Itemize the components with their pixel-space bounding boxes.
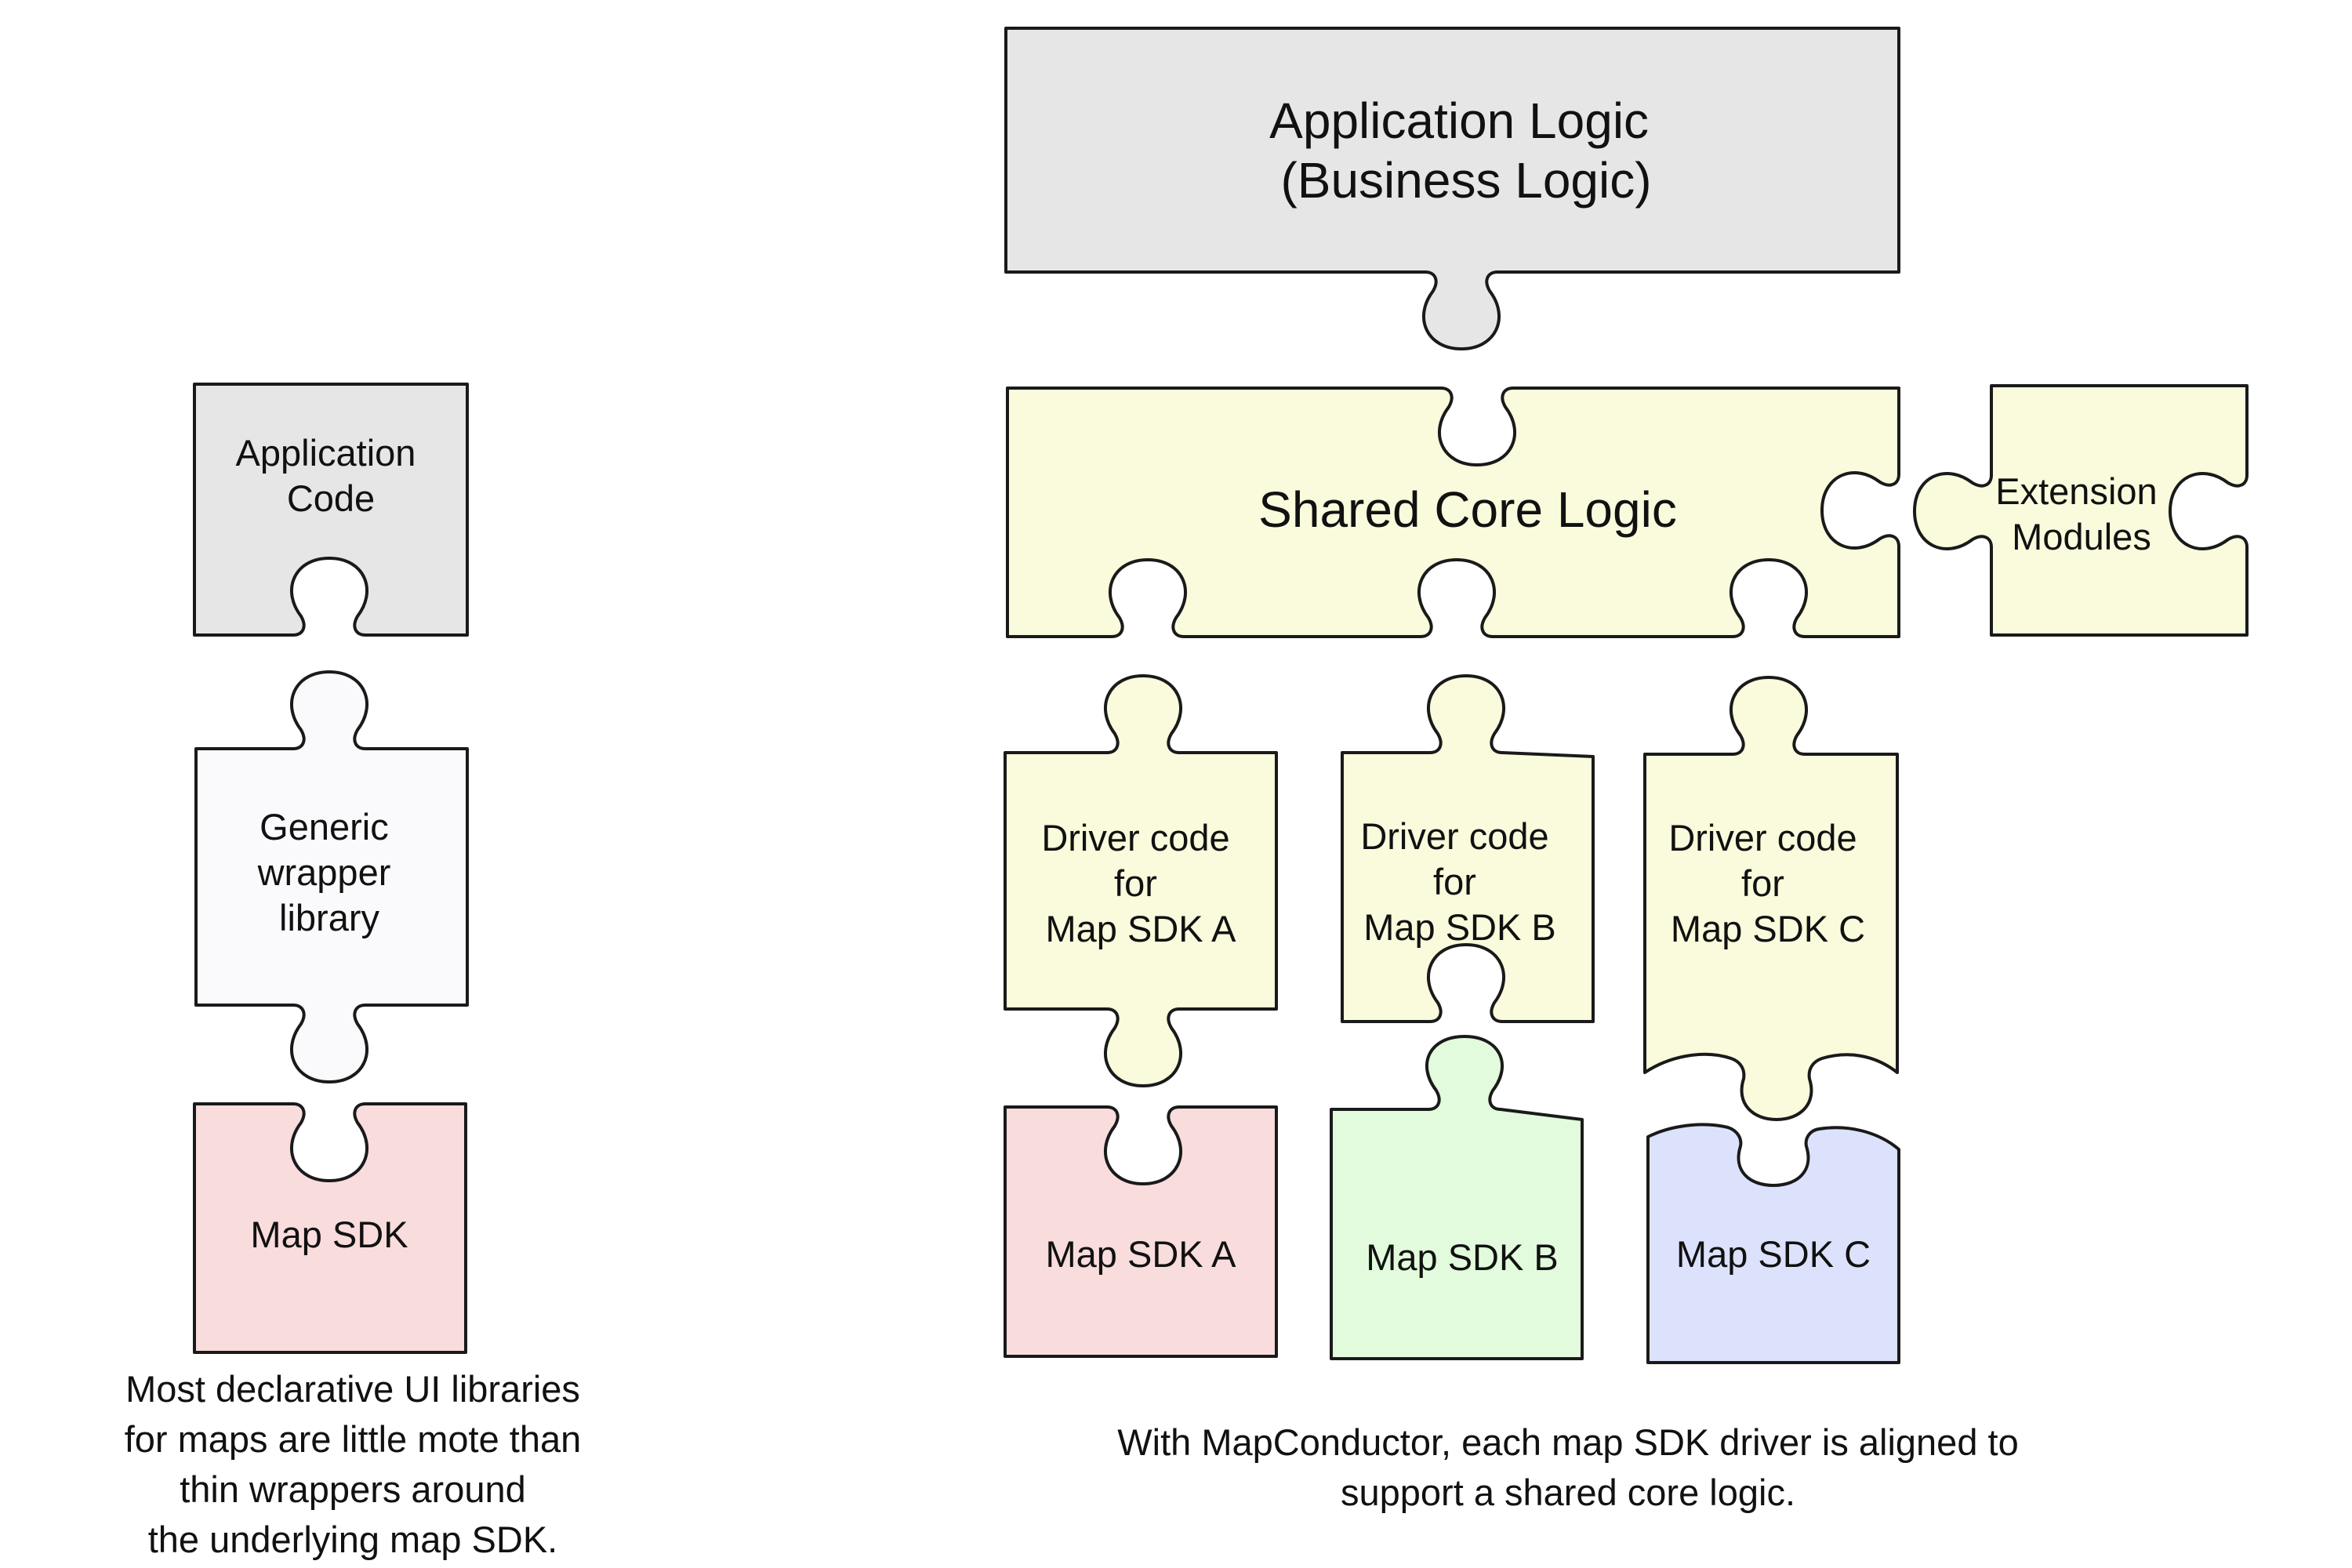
right-caption-line: support a shared core logic.	[1341, 1472, 1795, 1513]
map-sdk-c-label: Map SDK C	[1676, 1233, 1871, 1275]
map-sdk-c-shape	[1646, 1123, 1900, 1364]
left-caption-line: thin wrappers around	[180, 1468, 526, 1510]
driver-a-shape	[1004, 674, 1278, 1087]
application-code-piece: Application Code	[193, 383, 469, 637]
left-map-sdk-piece: Map SDK	[193, 1102, 467, 1354]
right-caption: With MapConductor, each map SDK driver i…	[996, 1417, 2140, 1518]
generic-wrapper-shape	[194, 670, 469, 1083]
driver-a-piece: Driver code for Map SDK A	[1004, 674, 1278, 1087]
driver-c-shape	[1643, 676, 1899, 1121]
map-sdk-a-shape	[1004, 1105, 1278, 1358]
left-map-sdk-shape	[193, 1102, 467, 1354]
map-sdk-b-piece: Map SDK B	[1330, 1035, 1584, 1360]
map-sdk-b-label: Map SDK B	[1366, 1236, 1559, 1278]
driver-b-shape	[1341, 674, 1595, 1023]
extension-modules-label: Extension Modules	[1995, 470, 2167, 557]
left-caption-line: for maps are little mote than	[124, 1418, 582, 1460]
driver-a-label: Driver code for Map SDK A	[1041, 817, 1240, 949]
map-sdk-a-piece: Map SDK A	[1004, 1105, 1278, 1358]
application-logic-piece: Application Logic (Business Logic)	[1004, 27, 1900, 350]
shared-core-piece: Shared Core Logic	[1006, 387, 1900, 638]
map-sdk-c-piece: Map SDK C	[1646, 1123, 1900, 1364]
extension-modules-piece: Extension Modules	[1913, 384, 2249, 637]
driver-b-label: Driver code for Map SDK B	[1360, 815, 1559, 948]
left-caption: Most declarative UI libraries for maps a…	[63, 1364, 643, 1565]
application-logic-shape	[1004, 27, 1900, 350]
left-map-sdk-label: Map SDK	[250, 1214, 408, 1255]
generic-wrapper-piece: Generic wrapper library	[194, 670, 469, 1083]
driver-b-piece: Driver code for Map SDK B	[1341, 674, 1595, 1023]
application-logic-label: Application Logic (Business Logic)	[1269, 93, 1663, 209]
application-code-shape	[193, 383, 469, 637]
left-caption-line: Most declarative UI libraries	[125, 1368, 580, 1410]
driver-c-label: Driver code for Map SDK C	[1668, 817, 1867, 949]
shared-core-label: Shared Core Logic	[1258, 481, 1677, 538]
driver-c-piece: Driver code for Map SDK C	[1643, 676, 1899, 1121]
map-sdk-b-shape	[1330, 1035, 1584, 1360]
application-code-label: Application Code	[236, 432, 426, 519]
left-caption-line: the underlying map SDK.	[147, 1519, 558, 1560]
shared-core-shape	[1006, 387, 1900, 638]
map-sdk-a-label: Map SDK A	[1046, 1233, 1237, 1275]
extension-modules-shape	[1913, 384, 2249, 637]
generic-wrapper-label: Generic wrapper library	[257, 806, 401, 938]
right-caption-line: With MapConductor, each map SDK driver i…	[1117, 1421, 2019, 1463]
